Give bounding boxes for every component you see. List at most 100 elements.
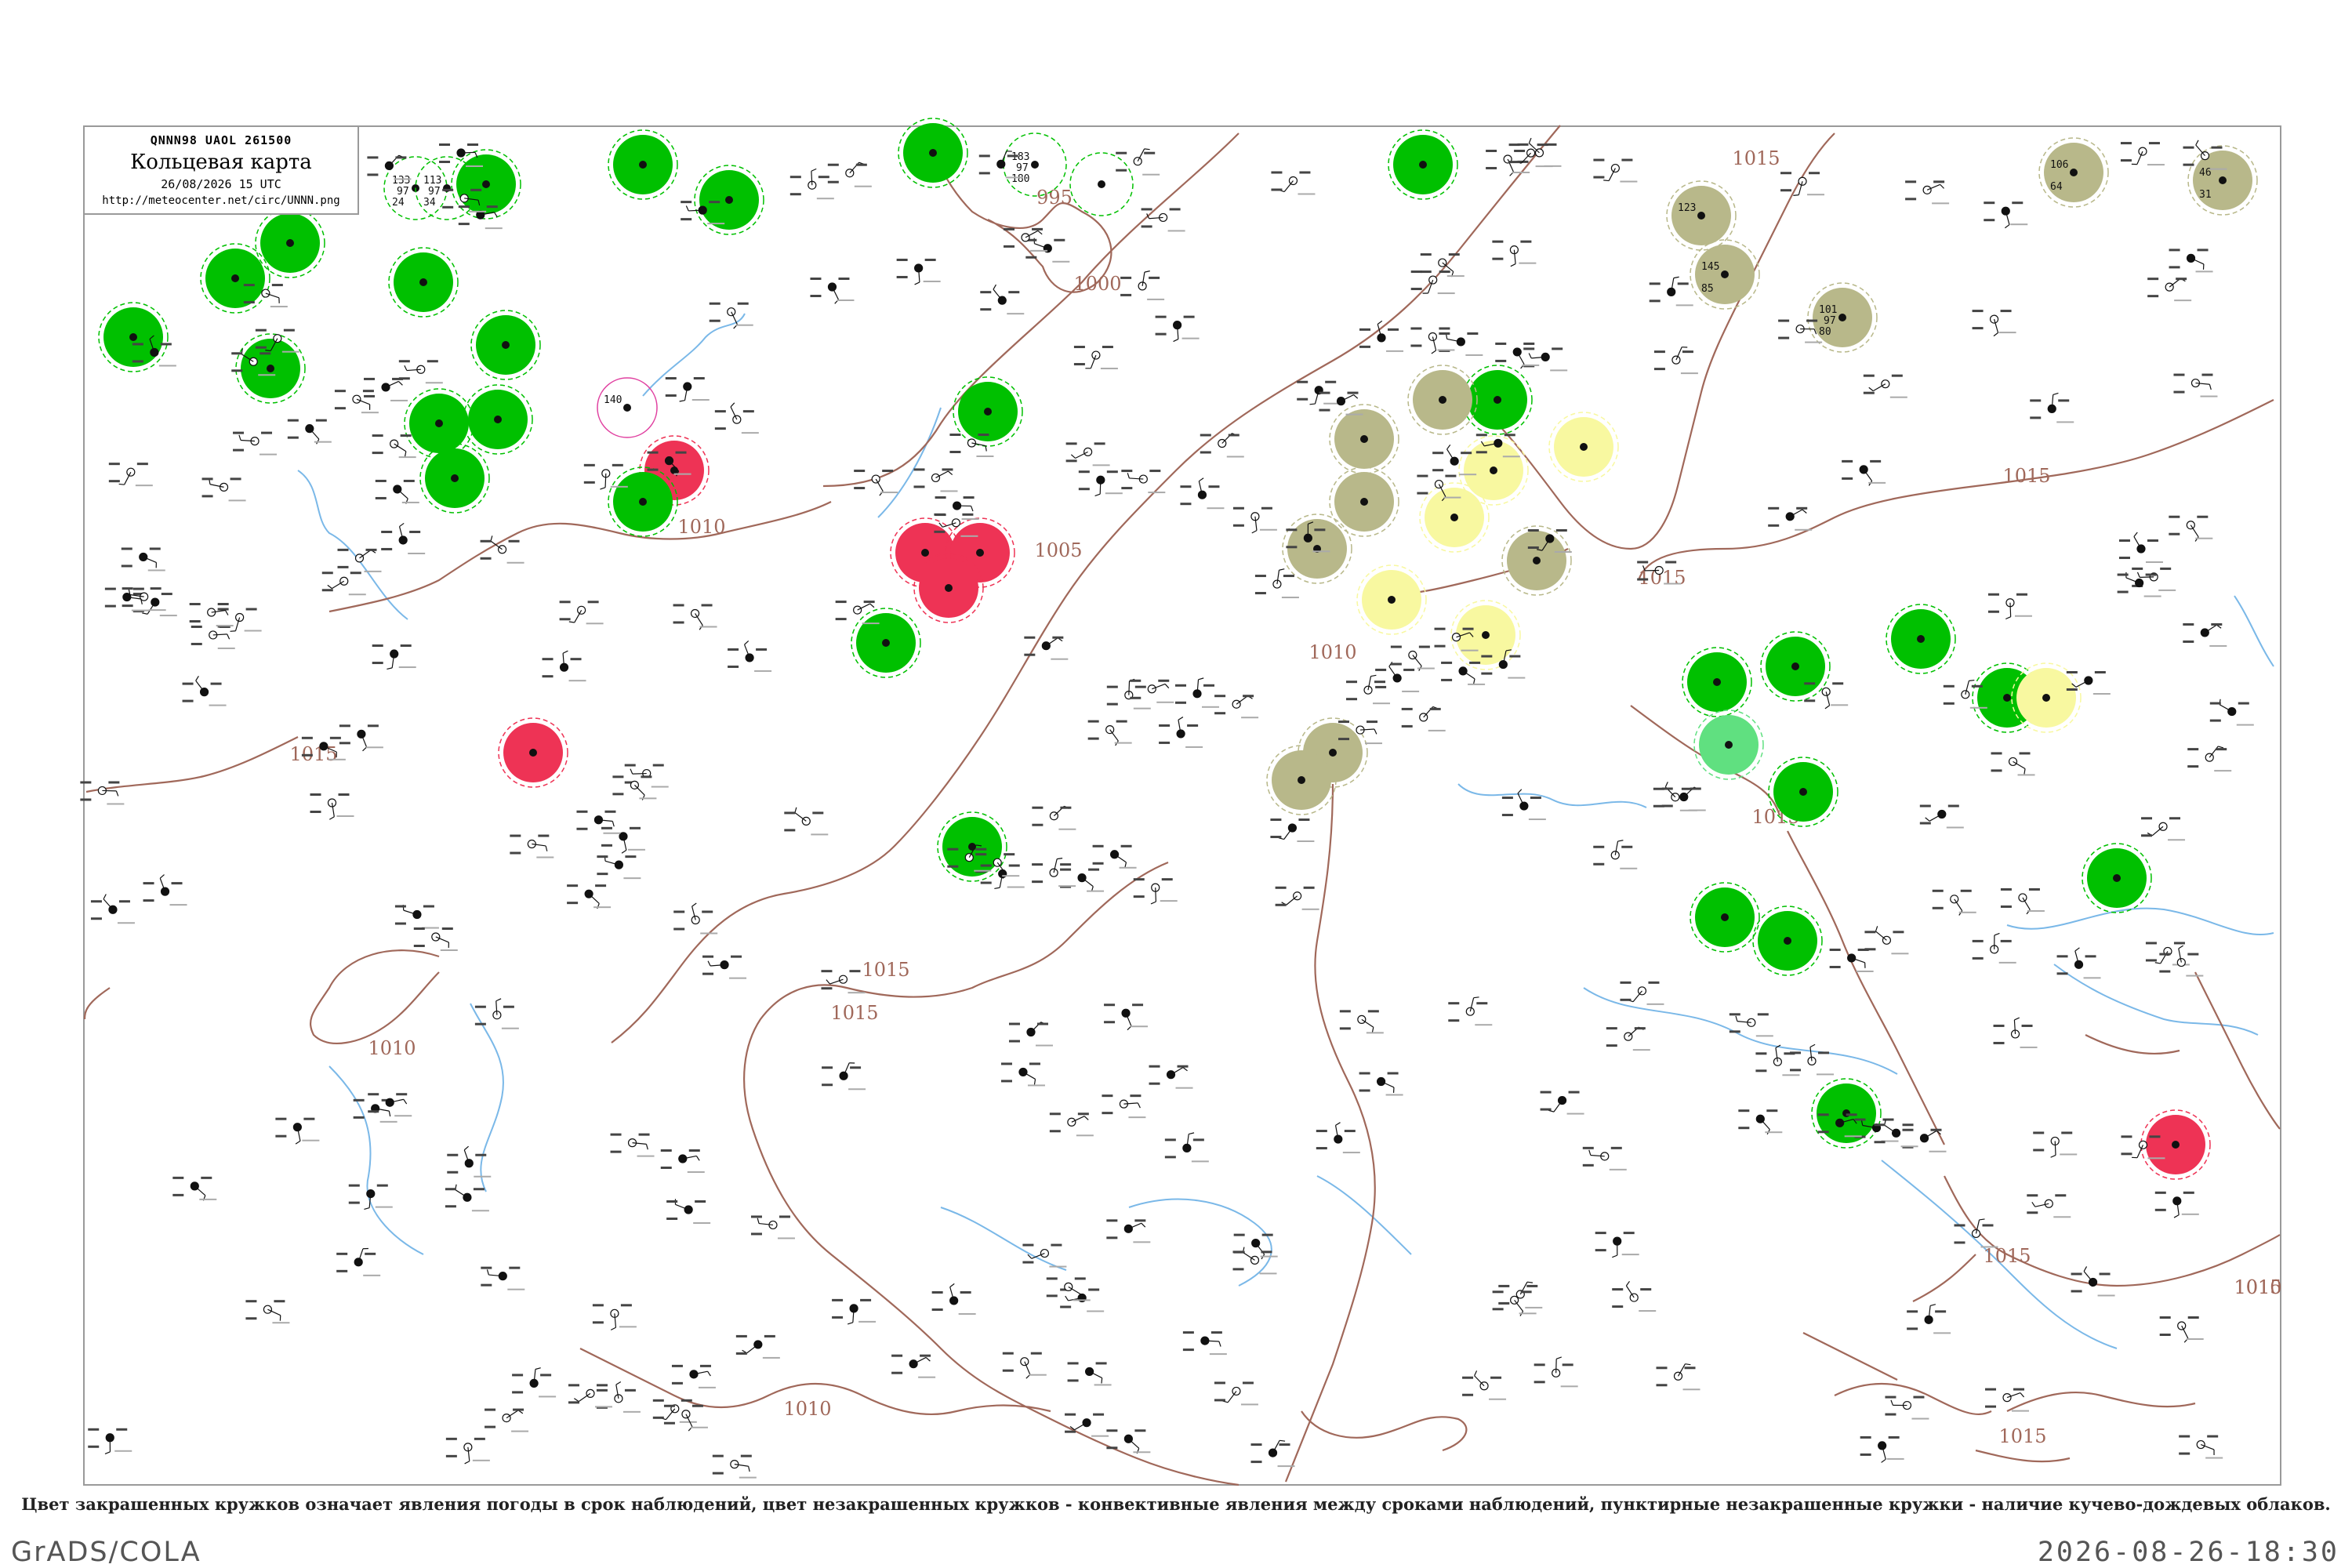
wind-barb-flag xyxy=(1473,996,1479,999)
pressure-mark xyxy=(1766,1109,1778,1112)
temp-mark xyxy=(1582,1146,1594,1149)
temp-mark xyxy=(301,736,313,739)
pressure-mark xyxy=(2099,1272,2111,1276)
cb-dashed-ring xyxy=(1458,435,1529,506)
station-plot xyxy=(1582,1146,1627,1171)
station-marker[interactable] xyxy=(2140,1109,2211,1180)
dewpoint-mark xyxy=(2183,163,2194,166)
pressure-mark xyxy=(2176,278,2187,281)
dewpoint-mark xyxy=(1508,161,1520,164)
station-marker[interactable] xyxy=(1811,1078,1882,1149)
station-marker[interactable] xyxy=(953,376,1023,447)
wind-barb xyxy=(598,819,613,822)
pressure-mark xyxy=(1130,1094,1142,1098)
station-marker[interactable] xyxy=(1886,604,1956,674)
station-dot xyxy=(286,239,294,247)
dewpoint-mark xyxy=(1106,1446,1118,1450)
station-marker[interactable] xyxy=(1329,466,1399,537)
station-marker[interactable] xyxy=(98,302,169,372)
station-marker[interactable] xyxy=(937,811,1007,882)
station-index-mark xyxy=(1298,193,1316,195)
isobar-label: 1010 xyxy=(783,1398,831,1420)
station-marker[interactable] xyxy=(463,384,533,455)
station-marker[interactable] xyxy=(2082,843,2152,913)
station-marker[interactable] xyxy=(419,443,490,514)
station-plot xyxy=(1523,347,1568,372)
pressure-mark xyxy=(1552,347,1563,350)
cb-dashed-ring xyxy=(1329,466,1399,537)
dewpoint-mark xyxy=(1401,724,1413,728)
dewpoint-mark xyxy=(398,377,410,380)
wind-barb-flag xyxy=(615,1381,622,1385)
station-marker[interactable] xyxy=(1548,412,1619,482)
wind-barb xyxy=(1341,394,1354,402)
pressure-mark xyxy=(1806,319,1818,322)
station-index-mark xyxy=(1105,492,1123,495)
station-marker[interactable] xyxy=(451,149,521,220)
station-index-mark xyxy=(1386,350,1404,352)
station-marker[interactable] xyxy=(913,553,984,623)
pressure-mark xyxy=(731,955,742,958)
station-index-mark xyxy=(2158,589,2176,591)
station-marker[interactable] xyxy=(1356,564,1427,635)
station-marker[interactable] xyxy=(235,333,306,404)
station-marker[interactable]: 123 xyxy=(1666,180,1737,251)
dewpoint-mark xyxy=(372,662,383,665)
station-marker[interactable] xyxy=(1458,435,1529,506)
station-marker[interactable] xyxy=(1282,514,1352,584)
pressure-mark xyxy=(1298,818,1310,822)
station-plot xyxy=(1972,932,2016,964)
pressure-mark xyxy=(1893,931,1904,934)
station-marker[interactable] xyxy=(1388,129,1458,200)
station-marker[interactable] xyxy=(1419,482,1490,553)
station-marker[interactable] xyxy=(388,247,459,318)
station-index-mark xyxy=(1100,368,1118,370)
station-marker[interactable] xyxy=(1693,710,1764,780)
station-marker[interactable] xyxy=(1768,757,1838,827)
station-marker[interactable] xyxy=(608,466,678,537)
pressure-mark xyxy=(1134,1219,1146,1222)
station-marker[interactable] xyxy=(1760,631,1831,702)
pressure-mark xyxy=(1757,1013,1769,1016)
station-marker[interactable] xyxy=(608,129,678,200)
station-marker[interactable] xyxy=(1069,152,1134,216)
station-plot xyxy=(287,419,332,445)
station-marker[interactable] xyxy=(1462,365,1533,435)
station-marker[interactable] xyxy=(1329,404,1399,474)
dewpoint-mark xyxy=(245,1317,257,1320)
pressure-mark xyxy=(1562,1363,1573,1367)
station-marker[interactable] xyxy=(1266,745,1337,815)
station-marker[interactable] xyxy=(2011,662,2082,733)
wind-barb xyxy=(1128,681,1131,695)
station-index-mark xyxy=(673,473,691,475)
temp-mark xyxy=(1250,1443,1262,1446)
wind-barb-flag xyxy=(600,487,606,490)
temp-mark xyxy=(1233,1233,1245,1236)
station-marker[interactable] xyxy=(1407,365,1478,435)
station-marker[interactable]: 140 xyxy=(597,377,658,438)
station-plot xyxy=(1804,682,1849,710)
station-marker[interactable] xyxy=(200,243,270,314)
station-plot xyxy=(1297,380,1341,405)
pressure-mark xyxy=(473,1188,485,1191)
dewpoint-mark xyxy=(1653,804,1664,808)
station-marker[interactable] xyxy=(1501,525,1572,596)
station-marker[interactable] xyxy=(1690,882,1760,953)
station-marker[interactable] xyxy=(694,165,764,235)
dewpoint-mark xyxy=(568,1401,579,1404)
station-marker[interactable] xyxy=(1682,647,1752,717)
pressure-mark xyxy=(1891,374,1903,377)
station-marker[interactable] xyxy=(498,717,568,788)
station-marker[interactable] xyxy=(255,208,325,278)
station-marker[interactable] xyxy=(898,118,968,188)
station-marker[interactable] xyxy=(851,608,921,678)
station-marker[interactable] xyxy=(1752,906,1823,976)
header-url[interactable]: http://meteocenter.net/circ/UNNN.png xyxy=(102,194,340,207)
station-marker[interactable] xyxy=(470,310,541,380)
